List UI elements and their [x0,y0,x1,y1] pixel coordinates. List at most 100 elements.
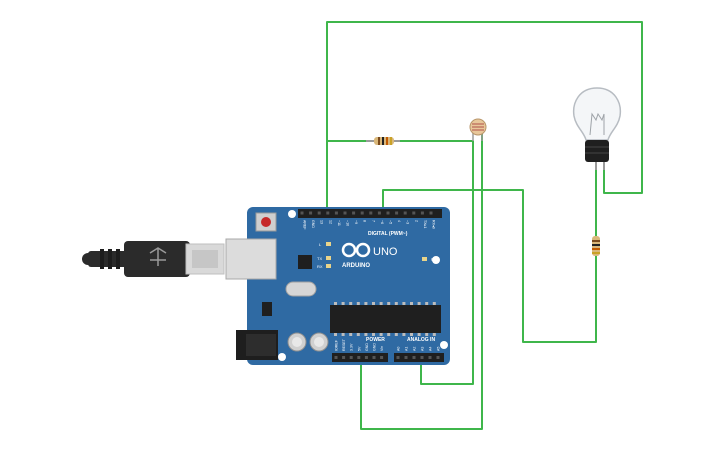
digital-pin-label: ~11 [337,220,341,226]
digital-pin-socket[interactable] [352,211,356,215]
chip-leg [402,333,406,336]
led-label-l: L [319,242,322,247]
chip-leg [349,333,353,336]
chip-leg [364,333,368,336]
power-pin-socket[interactable] [342,356,346,359]
power-pin-socket[interactable] [364,356,368,359]
power-pin-socket[interactable] [334,356,338,359]
photoresistor[interactable] [469,118,487,141]
wire-gnd-to-resistor[interactable] [326,140,375,215]
digital-pin-label: GND [311,220,315,228]
power-pin-socket[interactable] [372,356,376,359]
led-label-tx: TX [317,256,322,261]
analog-pin-label: A4 [429,347,433,351]
digital-pin-socket[interactable] [412,211,416,215]
digital-pin-socket[interactable] [403,211,407,215]
resistor-top[interactable] [366,137,400,145]
chip-leg [432,302,436,305]
usb-chip [298,255,312,269]
chip-leg [387,302,391,305]
chip-leg [356,302,360,305]
chip-leg [394,333,398,336]
digital-pin-socket[interactable] [360,211,364,215]
chip-leg [425,302,429,305]
digital-pin-label: ~3 [406,220,410,224]
analog-pin-label: A2 [413,347,417,351]
analog-pin-socket[interactable] [396,356,400,359]
analog-pin-socket[interactable] [412,356,416,359]
digital-pin-socket[interactable] [377,211,381,215]
arduino-logo [341,242,371,258]
power-pin-socket[interactable] [357,356,361,359]
digital-pin-socket[interactable] [429,211,433,215]
chip-leg [334,333,337,336]
analog-label: ANALOG IN [407,337,435,343]
power-pin-label: RESET [342,338,346,351]
crystal [285,281,317,297]
wire-resistor-to-ldr[interactable] [393,140,474,385]
power-pin-label: GND [373,343,377,351]
analog-pin-socket[interactable] [404,356,408,359]
usb-cable[interactable] [82,241,225,277]
digital-pin-label: TX▸1 [423,220,427,228]
analog-header [394,353,444,362]
wire-pin7-to-resistor[interactable] [382,189,597,343]
digital-pin-socket[interactable] [334,211,338,215]
digital-pin-socket[interactable] [326,211,330,215]
digital-pin-label: 13 [320,220,324,224]
chip-leg [425,333,429,336]
chip-leg [432,333,436,336]
regulator [262,302,272,316]
resistor-right[interactable] [592,236,600,256]
on-label: ON [431,257,438,262]
light-bulb[interactable] [572,87,622,170]
arduino-board[interactable]: ARDUINO UNO DIGITAL (PWM~) ON POWER ANAL… [225,207,450,365]
chip-leg [410,333,413,336]
chip-leg [372,302,375,305]
digital-pin-label: ~10 [346,220,350,226]
wire-bulb-top-loop[interactable] [326,21,643,215]
model-label: UNO [373,246,398,258]
chip-leg [410,302,413,305]
analog-pin-socket[interactable] [420,356,424,359]
digital-pin-socket[interactable] [317,211,321,215]
chip-leg [356,333,360,336]
digital-pin-label: RX◂0 [432,220,436,229]
power-pin-label: IOREF [335,339,339,351]
digital-pin-socket[interactable] [420,211,424,215]
analog-pin-socket[interactable] [436,356,440,359]
digital-pin-socket[interactable] [343,211,347,215]
digital-pin-label: 12 [328,220,332,224]
power-pin-label: GND [365,343,369,351]
analog-pin-label: A3 [421,347,425,351]
brand-label: ARDUINO [342,263,370,269]
analog-pin-socket[interactable] [428,356,432,359]
power-pin-label: Vin [380,346,384,351]
power-pin-socket[interactable] [349,356,353,359]
chip-leg [341,302,345,305]
digital-pin-socket[interactable] [386,211,390,215]
atmega-chip [330,305,441,333]
chip-leg [334,302,337,305]
status-leds: L TX RX [317,242,427,269]
chip-leg [349,302,353,305]
power-pin-socket[interactable] [380,356,384,359]
chip-leg [379,333,383,336]
chip-leg [402,302,406,305]
digital-pin-socket[interactable] [300,211,304,215]
chip-leg [387,333,391,336]
chip-leg [364,302,368,305]
digital-pin-socket[interactable] [395,211,399,215]
digital-pin-label: ~5 [389,220,393,224]
power-label: POWER [366,337,385,343]
digital-pin-socket[interactable] [369,211,373,215]
digital-pin-label: ~9 [354,220,358,224]
digital-pin-socket[interactable] [309,211,313,215]
digital-pin-label: AREF [303,220,307,230]
chip-leg [379,302,383,305]
chip-leg [372,333,375,336]
analog-pin-label: A5 [437,347,441,351]
